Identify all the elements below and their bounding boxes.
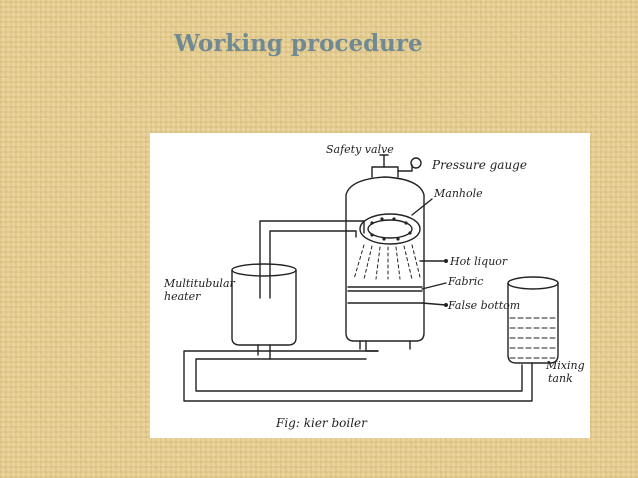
safety-valve-label: Safety valve — [326, 143, 394, 156]
kier-boiler-diagram: Safety valve Pressure gauge Manhole Hot … — [163, 143, 585, 430]
fabric-label: Fabric — [447, 275, 483, 288]
slide-title: Working procedure — [174, 30, 423, 57]
false-bottom-pointer — [421, 302, 447, 306]
tank-liquid — [509, 317, 557, 359]
figure-caption: Fig: kier boiler — [275, 416, 368, 430]
kier-boiler-figure: Safety valve Pressure gauge Manhole Hot … — [150, 133, 590, 438]
hot-liquor-spray — [353, 244, 421, 280]
boiler-outlet — [365, 340, 379, 352]
fabric-pointer — [421, 282, 447, 290]
fabric-layer — [347, 286, 423, 292]
mixing-tank-top — [507, 276, 559, 290]
pressure-gauge-pipe — [397, 164, 413, 172]
pressure-gauge — [410, 157, 422, 169]
boiler-vessel — [345, 176, 425, 342]
spray-holes — [370, 217, 448, 307]
mixing-tank — [507, 282, 559, 364]
hot-liquor-label: Hot liquor — [449, 255, 508, 268]
tank-label-line2: tank — [548, 372, 573, 385]
manhole-pointer — [411, 198, 433, 216]
manhole-label: Manhole — [433, 187, 483, 200]
heater-label-line1: Multitubular — [163, 277, 236, 290]
spray-ring-inner — [367, 219, 413, 239]
heater-outlet — [257, 344, 271, 356]
pressure-gauge-label: Pressure gauge — [431, 158, 527, 172]
return-pipe-outer — [183, 350, 533, 402]
heater-top — [231, 263, 297, 277]
heater-to-boiler-pipe — [259, 220, 365, 299]
multitubular-heater — [231, 269, 297, 346]
false-bottom-label: False bottom — [447, 299, 520, 312]
return-pipe-inner — [195, 358, 523, 392]
boiler-dome — [371, 166, 399, 178]
safety-valve-stem — [379, 154, 389, 168]
heater-label-line2: heater — [164, 290, 201, 303]
spray-ring — [359, 213, 421, 245]
boiler-legs — [359, 340, 411, 350]
tank-label-line1: Mixing — [545, 359, 585, 372]
